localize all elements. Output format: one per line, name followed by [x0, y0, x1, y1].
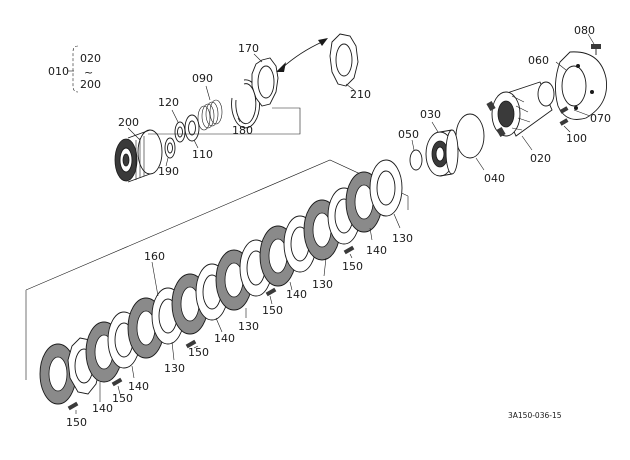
- part-label-140-e: 140: [92, 402, 113, 415]
- friction-disc-1: [39, 343, 77, 405]
- drum-part: [114, 129, 163, 183]
- part-label-130-d: 130: [164, 362, 185, 375]
- clutch-hub-part: [486, 81, 555, 137]
- seal-ring-part: [455, 113, 485, 159]
- part-label-130-c: 130: [238, 320, 259, 333]
- part-label-200-bracket: 200: [80, 78, 101, 91]
- piston-part: [425, 129, 459, 177]
- part-label-150-c: 150: [188, 346, 209, 359]
- clutch-pack: 130 140 150 130 140 150 160 130 140 150 …: [25, 159, 413, 429]
- part-label-180: 180: [232, 124, 253, 137]
- part-label-130-a: 130: [392, 232, 413, 245]
- part-label-030: 030: [420, 108, 441, 121]
- part-label-140-d: 140: [128, 380, 149, 393]
- drawing-code: 3A150-036-15: [508, 411, 562, 420]
- svg-text:~: ~: [84, 66, 93, 79]
- part-label-040: 040: [484, 172, 505, 185]
- part-label-170: 170: [238, 42, 259, 55]
- pin-150-e: [343, 245, 355, 255]
- part-label-070: 070: [590, 112, 611, 125]
- part-label-090: 090: [192, 72, 213, 85]
- part-label-210: 210: [350, 88, 371, 101]
- part-label-130-b: 130: [312, 278, 333, 291]
- clutch-housing-assembly: 060 080 070 020 100: [398, 24, 611, 185]
- piston-plate-part: [251, 57, 279, 107]
- cover-part: [555, 51, 608, 120]
- pin-150-a: [67, 401, 79, 411]
- part-label-050: 050: [398, 128, 419, 141]
- part-label-190: 190: [158, 165, 179, 178]
- part-label-140-c: 140: [214, 332, 235, 345]
- part-label-140-b: 140: [286, 288, 307, 301]
- assembly-reference-bracket: 010 020 200 ~: [48, 45, 101, 93]
- drum-assembly: 200 190 120 110 090 180: [114, 33, 371, 183]
- part-label-150-d: 150: [112, 392, 133, 405]
- spring-part: [197, 99, 223, 131]
- steel-plate-8: [369, 159, 403, 217]
- o-ring-part: [409, 149, 423, 171]
- part-label-140-a: 140: [366, 244, 387, 257]
- pin-150-d: [265, 287, 277, 297]
- part-label-060: 060: [528, 54, 549, 67]
- pin-part-070: [559, 106, 569, 114]
- part-label-150-a: 150: [342, 260, 363, 273]
- part-label-020-bracket: 020: [80, 52, 101, 65]
- part-label-110: 110: [192, 148, 213, 161]
- part-label-150-e: 150: [66, 416, 87, 429]
- part-label-120: 120: [158, 96, 179, 109]
- part-label-010: 010: [48, 65, 69, 78]
- pin-150-b: [111, 377, 123, 387]
- part-label-160: 160: [144, 250, 165, 263]
- part-label-020: 020: [530, 152, 551, 165]
- part-label-100: 100: [566, 132, 587, 145]
- part-label-200: 200: [118, 116, 139, 129]
- part-label-080: 080: [574, 24, 595, 37]
- cushion-plate-part: [329, 33, 359, 87]
- part-label-150-b: 150: [262, 304, 283, 317]
- bolt-part: [591, 44, 601, 55]
- pin-150-c: [185, 339, 197, 349]
